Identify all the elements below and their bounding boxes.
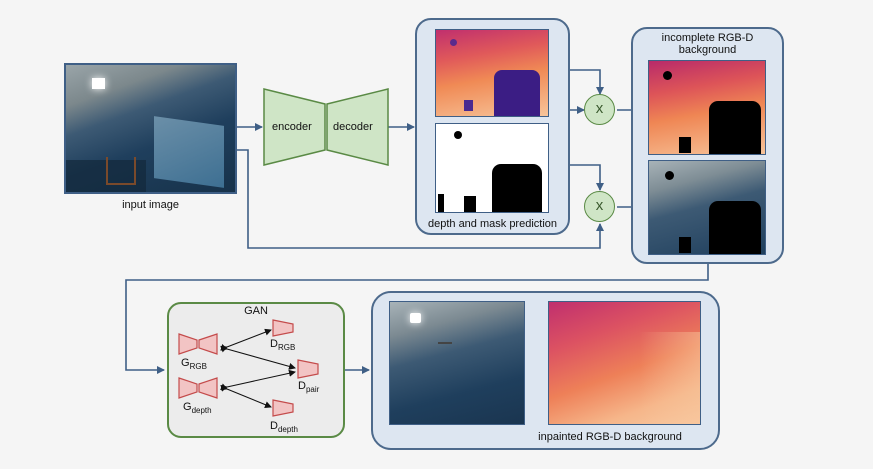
arrow-incomplete-to-gan — [125, 263, 709, 374]
discriminator-pair-shape — [297, 359, 319, 379]
incomplete-depth-hole-chair — [709, 101, 761, 154]
mask-small-object — [464, 196, 476, 212]
discriminator-depth-shape — [272, 399, 294, 417]
gan-title: GAN — [244, 305, 268, 317]
multiply-node-bottom: x — [584, 191, 615, 222]
d-depth-subscript: depth — [277, 425, 298, 435]
generator-depth-shape — [178, 377, 218, 399]
arrow-gdepth-dpair — [220, 369, 296, 392]
incomplete-rgb-hole-small — [679, 237, 691, 253]
d-rgb-label: DRGB — [270, 338, 295, 352]
d-pair-label: Dpair — [298, 380, 319, 394]
mask-chair — [492, 164, 542, 212]
mask-blob-top — [454, 131, 462, 139]
decoder-shape — [326, 88, 389, 166]
inpainted-depth-band — [639, 332, 700, 424]
g-rgb-label: GRGB — [181, 357, 207, 371]
incomplete-depth-hole-small — [679, 137, 691, 153]
encoder-decoder — [263, 88, 389, 166]
inpainted-rgbd-label: inpainted RGB-D background — [538, 431, 682, 443]
g-rgb-letter: G — [181, 357, 190, 369]
g-rgb-subscript: RGB — [189, 362, 207, 372]
d-rgb-subscript: RGB — [277, 343, 296, 353]
multiply-node-top: x — [584, 94, 615, 125]
input-image — [64, 63, 237, 194]
generator-rgb-shape — [178, 333, 218, 355]
incomplete-rgb-hole-top — [665, 171, 674, 180]
d-pair-letter: D — [298, 380, 306, 392]
inpainted-lamp — [438, 332, 452, 344]
d-depth-letter: D — [270, 420, 278, 432]
inpainted-ceiling-light — [410, 313, 421, 323]
depth-mask-label: depth and mask prediction — [427, 218, 558, 230]
decoder-label: decoder — [333, 121, 373, 133]
multiply-symbol: x — [595, 197, 604, 214]
input-image-label: input image — [122, 199, 179, 211]
encoder-shape — [263, 88, 326, 166]
encoder-label: encoder — [272, 121, 312, 133]
incomplete-rgb-image — [648, 160, 766, 255]
mask-left-bits — [438, 194, 444, 212]
g-depth-label: Gdepth — [183, 401, 212, 415]
ceiling-light — [92, 78, 105, 89]
incomplete-rgbd-title-1: incomplete RGB-D — [661, 32, 754, 44]
chair — [106, 157, 136, 185]
predicted-mask-image — [435, 123, 549, 213]
gan-diagram — [178, 319, 319, 417]
d-pair-subscript: pair — [305, 385, 320, 395]
arrow-input-to-multiply-bottom — [237, 149, 604, 249]
predicted-depth-image — [435, 29, 549, 117]
incomplete-rgb-hole-chair — [709, 201, 761, 254]
incomplete-rgbd-title-2: background — [678, 44, 737, 56]
inpainted-rgb-image — [389, 301, 525, 425]
multiply-symbol: x — [595, 100, 604, 117]
arrow-grgb-drgb — [220, 328, 272, 353]
g-depth-subscript: depth — [191, 406, 212, 416]
arrow-grgb-dpair — [220, 344, 296, 370]
depth-chair-silhouette — [494, 70, 540, 116]
wall-panel — [154, 116, 224, 188]
discriminator-rgb-shape — [272, 319, 294, 337]
inpainted-depth-image — [548, 301, 701, 425]
incomplete-depth-image — [648, 60, 766, 155]
incomplete-depth-hole-top — [663, 71, 672, 80]
depth-dark-blob — [450, 39, 457, 46]
depth-small-object — [464, 100, 473, 111]
d-depth-label: Ddepth — [270, 420, 298, 434]
g-depth-letter: G — [183, 401, 192, 413]
d-rgb-letter: D — [270, 338, 278, 350]
arrow-gdepth-ddepth — [220, 383, 272, 408]
